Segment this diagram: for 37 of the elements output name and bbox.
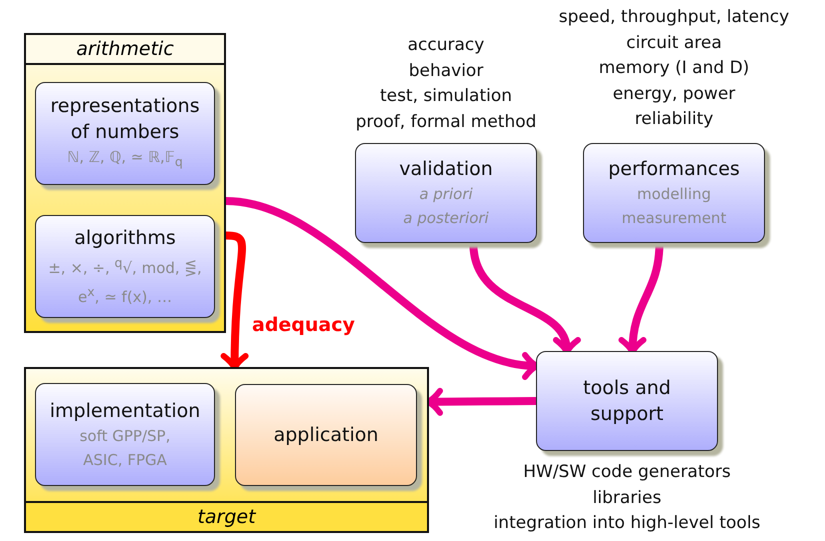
- group-panel: [24, 367, 429, 533]
- box-title: representations of numbers: [49, 94, 201, 145]
- rounded-box: [583, 143, 765, 243]
- note-text: HW/SW code generators: [523, 461, 731, 484]
- note-text: energy, power: [612, 82, 736, 106]
- box-detail: measurement: [622, 208, 726, 229]
- box-detail: modelling: [636, 184, 712, 205]
- box-detail: a priori: [419, 184, 473, 205]
- note-text: circuit area: [626, 32, 722, 54]
- box-detail: a posteriori: [403, 208, 489, 229]
- note-text: integration into high-level tools: [494, 512, 760, 535]
- note-text: behavior: [408, 60, 484, 82]
- note-text: speed, throughput, latency: [558, 6, 790, 29]
- box-title: performances: [608, 157, 740, 182]
- rounded-box: [35, 215, 215, 318]
- box-title: implementation: [50, 398, 200, 424]
- rounded-box: [235, 384, 417, 486]
- box-detail: soft GPP/SP, ASIC, FPGA: [78, 426, 172, 470]
- box-title: application: [274, 423, 378, 448]
- box-title: validation: [399, 157, 493, 182]
- note-text: memory (I and D): [598, 57, 750, 80]
- note-text: proof, formal method: [356, 110, 536, 134]
- rounded-box: [355, 143, 537, 243]
- note-text: test, simulation: [380, 85, 512, 108]
- box-title: algorithms: [74, 226, 176, 250]
- edge-label: adequacy: [250, 314, 357, 336]
- note-text: reliability: [634, 108, 714, 131]
- rounded-box: [35, 383, 215, 486]
- note-text: libraries: [592, 486, 662, 510]
- group-panel: [24, 33, 226, 333]
- rounded-box: [35, 82, 215, 185]
- rounded-box: [536, 351, 718, 451]
- group-heading: target: [26, 501, 427, 531]
- note-text: accuracy: [408, 34, 484, 57]
- box-title: tools and support: [582, 376, 672, 427]
- box-detail: ±, ×, ÷, $^{q}$√, mod, ⋚, e$^{x}$, ≃ f(x), …: [47, 254, 203, 308]
- box-detail: ℕ, ℤ, ℚ, ≃ ℝ,𝔽$_{q}$: [67, 147, 183, 171]
